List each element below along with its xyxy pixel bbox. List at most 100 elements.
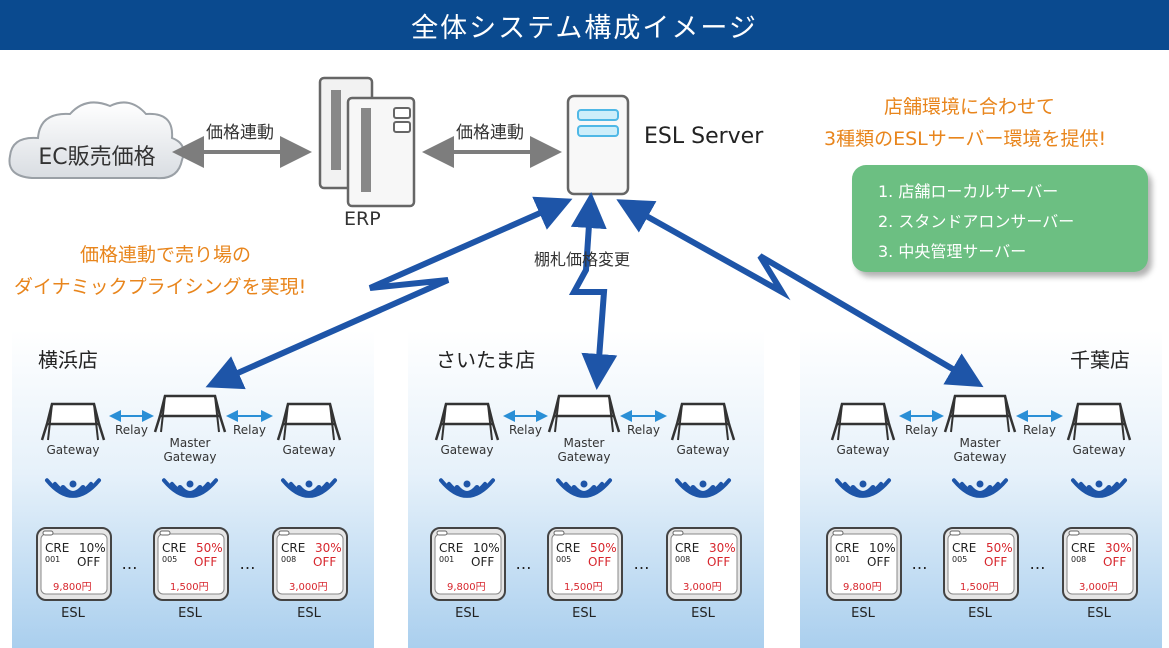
gateway-icon [835, 402, 891, 426]
server-type-3: 3. 中央管理サーバー [878, 242, 1027, 261]
esl-off: OFF [77, 555, 101, 569]
esl-discount: 50% [196, 541, 223, 555]
esl-price: 9,800円 [53, 582, 92, 593]
master-gateway-label-1: Master [959, 436, 1001, 450]
esl-price: 3,000円 [1079, 582, 1118, 593]
esl-price: 3,000円 [683, 582, 722, 593]
ellipsis: … [1029, 554, 1046, 573]
esl-label: ESL [61, 606, 85, 621]
ellipsis: … [633, 554, 650, 573]
relay-label: Relay [627, 423, 660, 437]
esl-off: OFF [707, 555, 731, 569]
page-title: 全体システム構成イメージ [411, 12, 758, 44]
esl-code: CRE [835, 541, 860, 555]
store-name-yokohama: 横浜店 [38, 348, 98, 372]
esl-off: OFF [194, 555, 218, 569]
relay-label: Relay [233, 423, 266, 437]
gateway-label: Gateway [46, 443, 100, 457]
gateway-icon [675, 402, 731, 426]
relay-label: Relay [1023, 423, 1056, 437]
gateway-icon [1071, 402, 1127, 426]
master-gateway-label-2: Gateway [163, 450, 217, 464]
esl-server-icon [566, 94, 630, 196]
esl-number: 008 [675, 555, 691, 564]
ellipsis: … [515, 554, 532, 573]
master-gateway-icon [158, 394, 222, 418]
wireless-signal-icon [439, 478, 495, 498]
server-types-box: 1. 店舗ローカルサーバー 2. スタンドアロンサーバー 3. 中央管理サーバー [852, 165, 1148, 272]
relay-label: Relay [115, 423, 148, 437]
link-arrow-yokohama [205, 196, 573, 390]
esl-code: CRE [675, 541, 700, 555]
esl-number: 001 [835, 555, 851, 564]
esl-number: 005 [162, 555, 178, 564]
master-gateway-label-1: Master [169, 436, 211, 450]
esl-code: CRE [556, 541, 581, 555]
esl-code: CRE [281, 541, 306, 555]
gateway-label: Gateway [440, 443, 494, 457]
esl-off: OFF [588, 555, 612, 569]
title-bar: 全体システム構成イメージ [0, 0, 1169, 50]
esl-label: ESL [968, 606, 992, 621]
esl-number: 008 [1071, 555, 1087, 564]
esl-discount: 50% [986, 541, 1013, 555]
esl-number: 001 [439, 555, 455, 564]
esl-discount: 30% [709, 541, 736, 555]
gateway-label: Gateway [836, 443, 890, 457]
server-label: ESL Server [644, 124, 764, 149]
esl-discount: 10% [869, 541, 896, 555]
master-gateway-label-2: Gateway [557, 450, 611, 464]
sync-label-2: 価格連動 [456, 123, 524, 143]
esl-code: CRE [162, 541, 187, 555]
link-arrow-chiba [616, 199, 984, 388]
ellipsis: … [239, 554, 256, 573]
esl-label: ESL [851, 606, 875, 621]
relay-label: Relay [509, 423, 542, 437]
esl-code: CRE [952, 541, 977, 555]
esl-off: OFF [867, 555, 891, 569]
gateway-label: Gateway [676, 443, 730, 457]
esl-number: 005 [556, 555, 572, 564]
esl-code: CRE [1071, 541, 1096, 555]
esl-price: 9,800円 [447, 582, 486, 593]
wireless-signal-icon [281, 478, 337, 498]
esl-label: ESL [455, 606, 479, 621]
relay-label: Relay [905, 423, 938, 437]
esl-number: 008 [281, 555, 297, 564]
master-gateway-label-2: Gateway [953, 450, 1007, 464]
wireless-signal-icon [675, 478, 731, 498]
promo-right-line1: 店舗環境に合わせて [884, 96, 1056, 118]
wireless-signal-icon [162, 478, 218, 498]
esl-price: 9,800円 [843, 582, 882, 593]
gateway-icon [45, 402, 101, 426]
master-gateway-label-1: Master [563, 436, 605, 450]
promo-left-line1: 価格連動で売り場の [80, 244, 252, 266]
esl-label: ESL [297, 606, 321, 621]
erp-server-icon [318, 76, 416, 208]
esl-label: ESL [1087, 606, 1111, 621]
esl-code: CRE [439, 541, 464, 555]
esl-off: OFF [471, 555, 495, 569]
esl-label: ESL [691, 606, 715, 621]
esl-discount: 10% [79, 541, 106, 555]
cloud-label: EC販売価格 [38, 145, 156, 170]
esl-discount: 30% [315, 541, 342, 555]
esl-code: CRE [45, 541, 70, 555]
esl-number: 005 [952, 555, 968, 564]
erp-label: ERP [344, 208, 381, 230]
esl-label: ESL [572, 606, 596, 621]
promo-left-line2: ダイナミックプライシングを実現! [14, 276, 307, 298]
sync-label-1: 価格連動 [206, 123, 274, 143]
ellipsis: … [911, 554, 928, 573]
esl-off: OFF [1103, 555, 1127, 569]
wireless-signal-icon [952, 478, 1008, 498]
gateway-label: Gateway [1072, 443, 1126, 457]
gateway-icon [439, 402, 495, 426]
esl-price: 3,000円 [289, 582, 328, 593]
shelf-change-label: 棚札価格変更 [534, 250, 631, 269]
promo-right-line2: 3種類のESLサーバー環境を提供! [824, 128, 1107, 150]
esl-price: 1,500円 [564, 582, 603, 593]
gateway-icon [281, 402, 337, 426]
wireless-signal-icon [45, 478, 101, 498]
esl-label: ESL [178, 606, 202, 621]
